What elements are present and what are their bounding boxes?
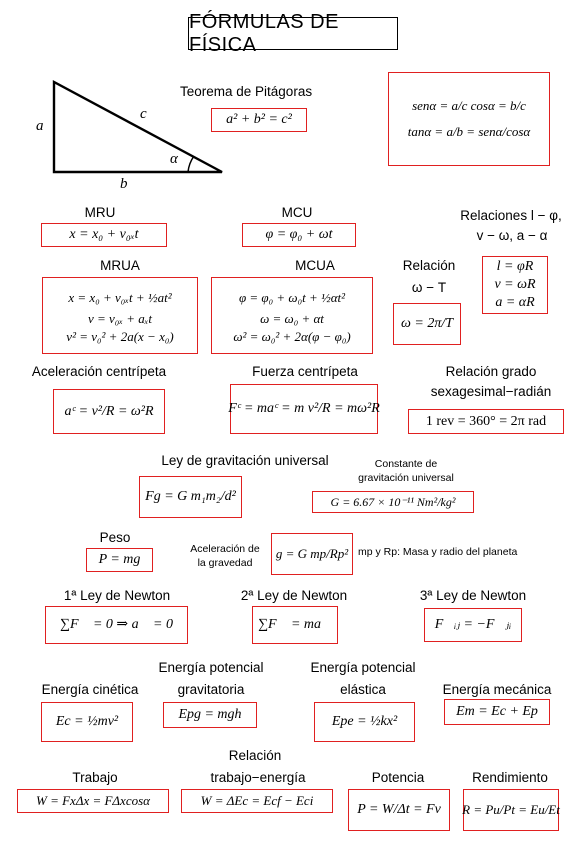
mcu-formula: φ = φ₀ + ωt [242,223,356,247]
potencial-grav-label-1: Energía potencial [158,660,264,675]
aceleracion-centripeta-formula: aᶜ = v²/R = ω²R [53,389,165,434]
page-title: FÓRMULAS DE FÍSICA [188,11,398,56]
cinetica-label: Energía cinética [41,682,139,697]
peso-label: Peso [99,530,131,545]
triangle-angle: α [170,151,178,167]
gravitacion-label: Ley de gravitación universal [161,453,329,468]
triangle-side-c: c [140,106,147,122]
potencia-label: Potencia [371,770,425,785]
triangle-side-b: b [120,176,128,192]
relacion-wt-label-1: Relación [402,258,456,273]
newton1-label: 1ª Ley de Newton [63,588,171,603]
trabajo-energia-label-1: Relación [228,748,282,763]
sexagesimal-label-1: Relación grado [445,364,537,379]
mecanica-formula: Em = Ec + Ep [444,699,550,725]
potencial-grav-label-2: gravitatoria [177,682,245,697]
mrua-label: MRUA [100,258,140,273]
sexagesimal-label-2: sexagesimal−radián [430,384,552,399]
pitagoras-formula: a² + b² = c² [211,108,307,132]
acel-gravedad-label-2: la gravedad [197,557,253,569]
newton1-formula: ∑F⃗ = 0 ⇒ a⃗ = 0 [45,606,188,644]
relacion-wt-label-2: ω − T [411,280,447,295]
relaciones-formulas: l = φR v = ωR a = αR [482,256,548,314]
triangle-side-a: a [36,118,44,134]
relaciones-label-1: Relaciones l − φ, [460,208,562,223]
constante-label-2: gravitación universal [358,472,454,484]
sexagesimal-formula: 1 rev = 360° = 2π rad [408,409,564,434]
newton3-label: 3ª Ley de Newton [419,588,527,603]
newton3-formula: F⃗ᵢⱼ = −F⃗ⱼᵢ [424,608,522,642]
rendimiento-label: Rendimiento [472,770,548,785]
aceleracion-centripeta-label: Aceleración centrípeta [31,364,167,379]
cinetica-formula: Ec = ½mv² [41,702,133,742]
mcu-label: MCU [281,205,313,220]
pitagoras-label: Teorema de Pitágoras [180,84,313,99]
planeta-note: mp y Rp: Masa y radio del planeta [358,546,518,558]
trig-formulas: senα = a/c cosα = b/c tanα = a/b = senα/… [388,72,550,166]
relaciones-label-2: v − ω, a − α [476,228,548,243]
mru-formula: x = x₀ + v₀ₓt [41,223,167,247]
fuerza-centripeta-formula: Fᶜ = maᶜ = m v²/R = mω²R [228,384,380,434]
acel-gravedad-label-1: Aceleración de [190,543,260,555]
constante-label-1: Constante de [374,458,438,470]
mru-label: MRU [84,205,116,220]
trabajo-formula: W = FxΔx = FΔxcosα [17,789,169,813]
potencial-elast-formula: Epe = ½kx² [314,702,415,742]
relacion-wt-formula: ω = 2π/T [393,303,461,345]
constante-formula: G = 6.67 × 10⁻¹¹ Nm²/kg² [312,491,474,513]
mcua-formulas: φ = φ₀ + ω₀t + ½αt² ω = ω₀ + αt ω² = ω₀²… [211,277,373,354]
mcua-label: MCUA [295,258,335,273]
newton2-formula: ∑F⃗ = ma⃗ [252,606,338,644]
fuerza-centripeta-label: Fuerza centrípeta [252,364,358,379]
newton2-label: 2ª Ley de Newton [240,588,348,603]
acel-gravedad-formula: g = G mp/Rp² [271,533,353,575]
peso-formula: P = mg [86,548,153,572]
potencial-elast-label-1: Energía potencial [310,660,416,675]
gravitacion-formula: Fg = G m₁m₂/d² [139,476,242,518]
right-triangle-diagram [52,79,223,174]
rendimiento-formula: R = Pu/Pt = Eu/Et [462,789,560,831]
trabajo-energia-formula: W = ΔEc = Ecf − Eci [181,789,333,813]
mecanica-label: Energía mecánica [442,682,552,697]
mrua-formulas: x = x₀ + v₀ₓt + ½at² v = v₀ₓ + aₓt v² = … [42,277,198,354]
trabajo-energia-label-2: trabajo−energía [210,770,306,785]
trabajo-label: Trabajo [72,770,118,785]
potencia-formula: P = W/Δt = Fv [348,789,450,831]
potencial-elast-label-2: elástica [340,682,386,697]
potencial-grav-formula: Epg = mgh [163,702,257,728]
